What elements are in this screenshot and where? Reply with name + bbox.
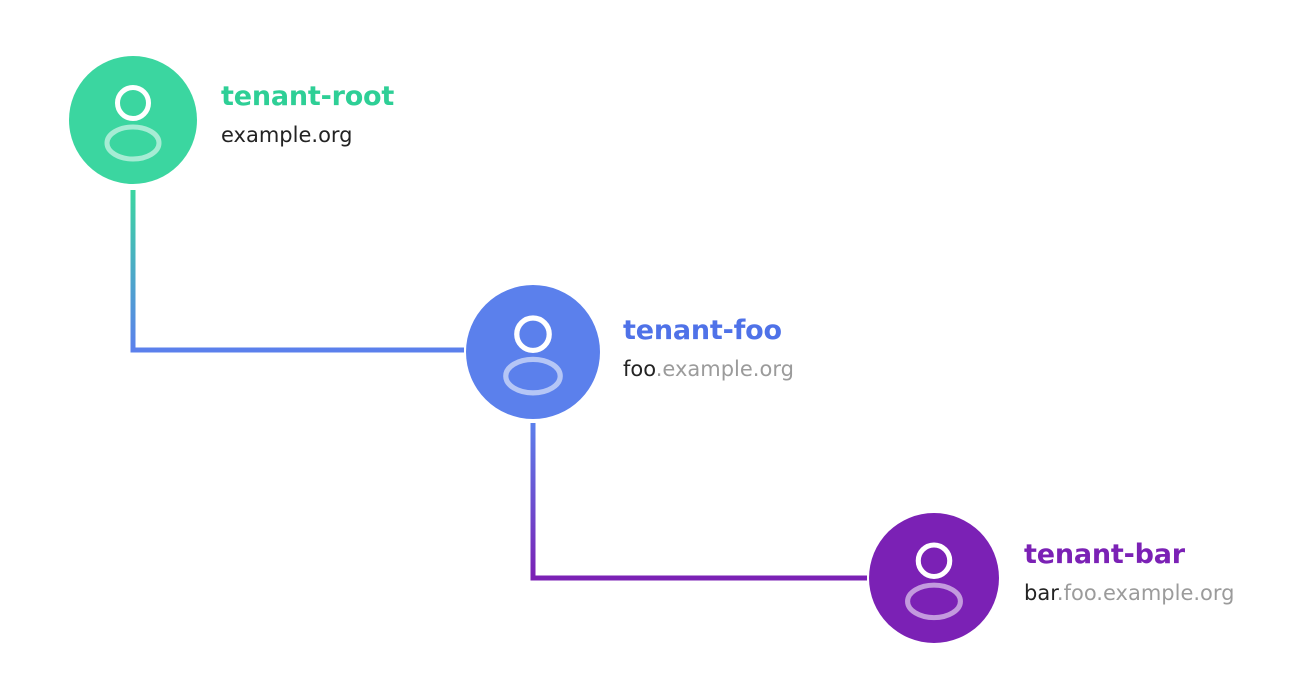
person-icon-head bbox=[115, 85, 151, 121]
tenant-root-domain-head: example.org bbox=[221, 122, 353, 147]
person-icon-body bbox=[905, 582, 963, 621]
person-icon-head bbox=[915, 542, 953, 580]
tenant-root-avatar[interactable] bbox=[69, 56, 197, 184]
tenant-bar-title: tenant-bar bbox=[1024, 539, 1185, 570]
person-icon-body bbox=[104, 124, 162, 162]
tenant-foo-title: tenant-foo bbox=[623, 315, 782, 346]
tenant-foo-domain-head: foo bbox=[623, 356, 656, 381]
connector-foo-to-bar bbox=[530, 423, 867, 581]
tenant-foo-domain-tail: .example.org bbox=[655, 356, 794, 381]
connector-root-to-foo bbox=[130, 190, 464, 353]
tenant-bar-avatar[interactable] bbox=[869, 513, 999, 643]
tenant-foo-domain: foo.example.org bbox=[623, 356, 794, 381]
tenant-foo-label-group: tenant-foo foo.example.org bbox=[623, 316, 794, 381]
tenant-root-domain: example.org bbox=[221, 122, 394, 147]
person-icon-head bbox=[514, 315, 552, 354]
tenant-root-label-group: tenant-root example.org bbox=[221, 82, 394, 147]
tenant-root-title: tenant-root bbox=[221, 81, 395, 112]
tenant-bar-domain-head: bar bbox=[1024, 580, 1057, 605]
tenant-bar-domain-tail: .foo.example.org bbox=[1056, 580, 1235, 605]
person-icon-body bbox=[503, 356, 563, 396]
tenant-foo-avatar[interactable] bbox=[466, 285, 600, 419]
tenant-bar-domain: bar.foo.example.org bbox=[1024, 580, 1235, 605]
tenant-bar-label-group: tenant-bar bar.foo.example.org bbox=[1024, 540, 1234, 605]
